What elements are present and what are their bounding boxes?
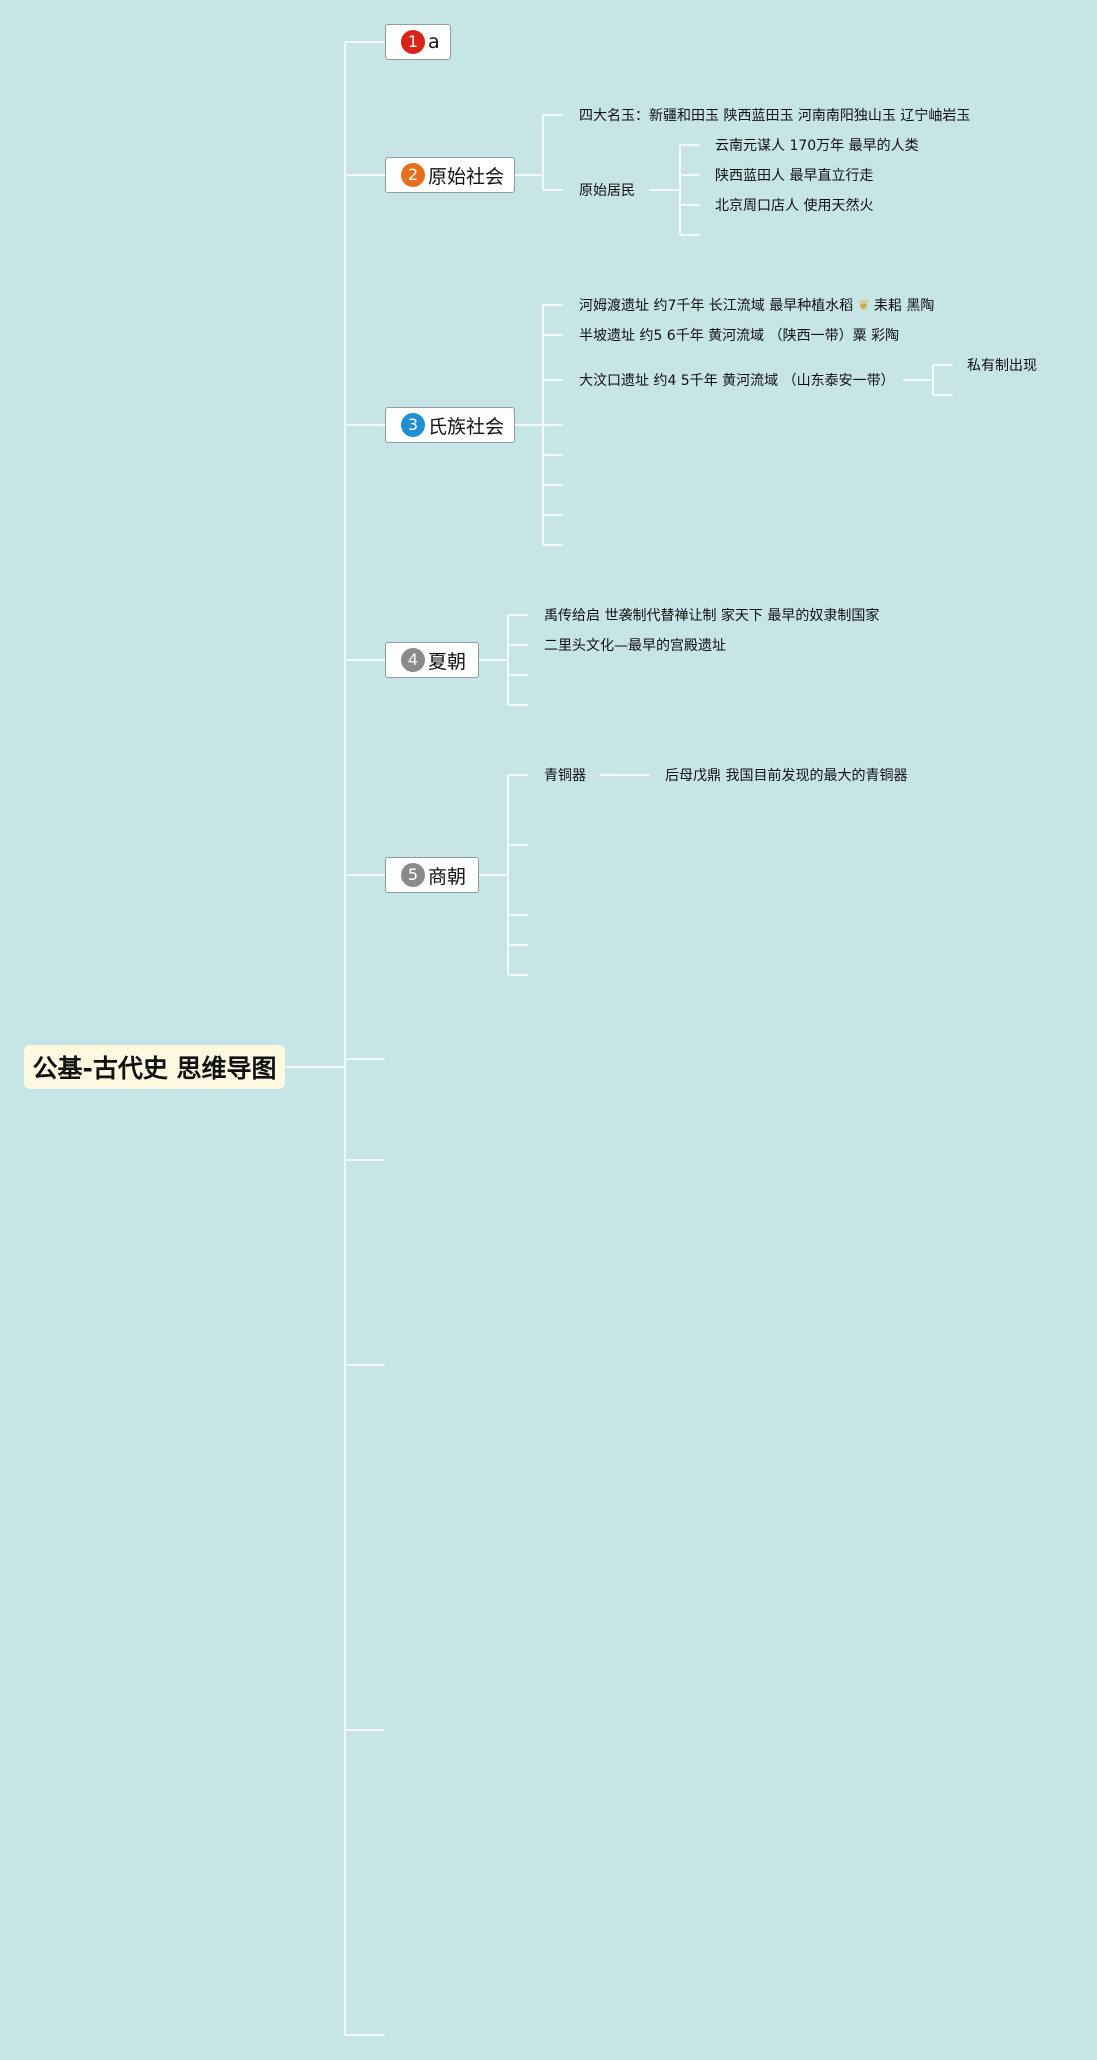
hemudu-text-after: 耒耜 黑陶 [873,298,935,314]
subtopic-yu-qi[interactable]: 禹传给启 世袭制代替禅让制 家天下 最早的奴隶制国家 [544,608,880,624]
branch-topic-1[interactable]: 1 a [385,24,451,60]
branch-topic-2[interactable]: 2 原始社会 [385,157,515,193]
branch-topic-5[interactable]: 5 商朝 [385,857,479,893]
number-2-icon: 2 [401,163,425,187]
number-3-icon: 3 [401,413,425,437]
branch-label-4: 夏朝 [428,650,467,673]
branch-label-3: 氏族社会 [428,415,505,438]
branch-topic-4[interactable]: 4 夏朝 [385,642,479,678]
number-5-icon: 5 [401,863,425,887]
subtopic-zhoukoudian-man[interactable]: 北京周口店人 使用天然火 [715,198,874,214]
subtopic-lantian-man[interactable]: 陕西蓝田人 最早直立行走 [715,168,874,184]
root-topic[interactable]: 公基-古代史 思维导图 [24,1045,285,1089]
branch-label-5: 商朝 [428,865,467,888]
rice-icon: ❦ [857,298,870,314]
subtopic-banpo[interactable]: 半坡遗址 约5 6千年 黄河流域 （陕西一带）粟 彩陶 [579,328,900,344]
hemudu-text: 河姆渡遗址 约7千年 长江流域 最早种植水稻 [579,298,854,314]
number-1-icon: 1 [401,30,425,54]
subtopic-erlitou[interactable]: 二里头文化—最早的宫殿遗址 [544,638,726,654]
subtopic-four-jades[interactable]: 四大名玉：新疆和田玉 陕西蓝田玉 河南南阳独山玉 辽宁岫岩玉 [579,108,971,124]
subtopic-houmuwu-ding[interactable]: 后母戊鼎 我国目前发现的最大的青铜器 [665,768,908,784]
branch-topic-3[interactable]: 3 氏族社会 [385,407,515,443]
subtopic-yuanmou-man[interactable]: 云南元谋人 170万年 最早的人类 [715,138,919,154]
subtopic-private-ownership[interactable]: 私有制出现 [967,358,1037,374]
branch-label-2: 原始社会 [428,165,505,188]
subtopic-dawenkou[interactable]: 大汶口遗址 约4 5千年 黄河流域 （山东泰安一带） [579,373,895,389]
branch-label-1: a [428,31,440,53]
number-4-icon: 4 [401,648,425,672]
subtopic-hemudu[interactable]: 河姆渡遗址 约7千年 长江流域 最早种植水稻 ❦ 耒耜 黑陶 [579,297,934,315]
subtopic-primitive-residents[interactable]: 原始居民 [579,183,635,199]
subtopic-bronze[interactable]: 青铜器 [544,768,586,784]
